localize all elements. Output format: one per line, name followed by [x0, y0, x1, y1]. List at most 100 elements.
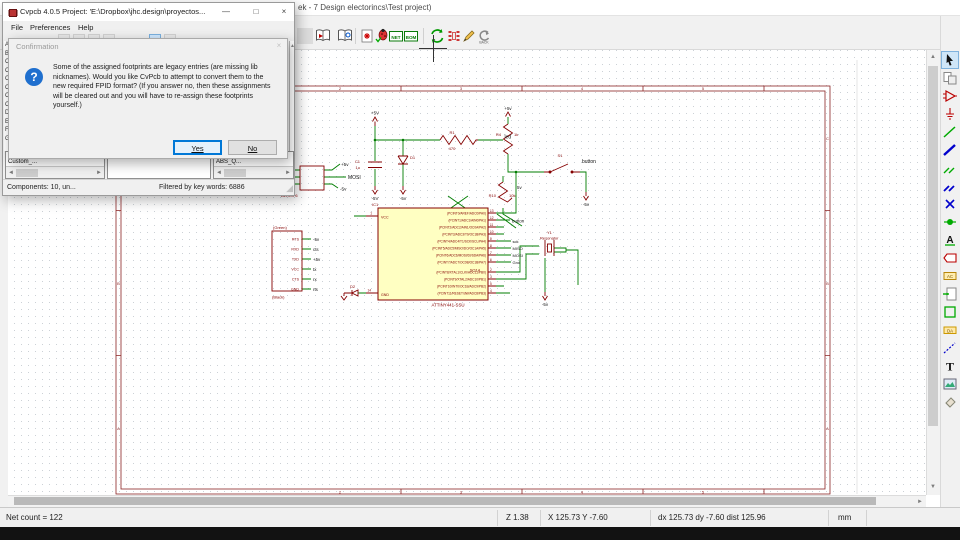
svg-text:3: 3 — [460, 86, 463, 91]
annotate-icon[interactable] — [359, 28, 375, 44]
svg-text:+5V: +5V — [371, 111, 379, 116]
place-hierarchical-label-icon[interactable]: AC — [942, 268, 958, 284]
library-pane-scrollbar[interactable]: ◄ ► — [6, 166, 104, 178]
place-component-icon[interactable] — [942, 88, 958, 104]
svg-text:B: B — [117, 281, 120, 286]
bus-to-bus-entry-icon[interactable] — [942, 178, 958, 194]
vertical-scroll-thumb[interactable] — [928, 66, 938, 426]
place-net-label-icon[interactable]: A — [942, 232, 958, 248]
svg-text:sck: sck — [513, 239, 519, 244]
place-wire-icon[interactable] — [942, 124, 958, 140]
list-item[interactable]: C — [4, 92, 9, 101]
conn-pin-names: RTS RXD TXD VCC CTS GND — [291, 238, 300, 292]
erc-ladybug-icon[interactable] — [374, 28, 390, 44]
svg-text:TXD: TXD — [292, 258, 300, 262]
footprint-icon[interactable] — [446, 28, 462, 44]
yes-button[interactable]: Yes — [173, 140, 222, 155]
window-margin — [0, 50, 8, 507]
svg-text:IC1: IC1 — [372, 202, 379, 207]
place-junction-icon[interactable] — [942, 214, 958, 230]
cvpcb-title-bar[interactable]: Cvpcb 4.0.5 Project: 'E:\Dropbox\jhc.des… — [3, 3, 294, 21]
list-item[interactable]: A — [5, 42, 10, 48]
place-sheet-pin-icon[interactable]: DA — [942, 322, 958, 338]
close-button[interactable]: × — [281, 7, 287, 16]
library-editor-icon[interactable] — [315, 28, 331, 44]
place-graphic-line-icon[interactable] — [942, 340, 958, 356]
list-item[interactable]: C — [4, 101, 9, 110]
run-cvpcb-icon[interactable] — [429, 28, 445, 44]
svg-text:10k: 10k — [509, 193, 515, 198]
list-item[interactable]: C — [4, 75, 9, 84]
list-item[interactable]: D — [4, 109, 9, 118]
mcu-pin-stubs — [366, 212, 496, 294]
svg-text:Resonator: Resonator — [540, 236, 559, 241]
menu-help[interactable]: Help — [78, 23, 94, 32]
list-item[interactable]: C — [4, 58, 9, 67]
mcu-pin-labels: (PCINT0/AREF/ADC0/PA0) (PCINT1/ADC1/AIN0… — [432, 211, 486, 295]
import-sheet-pin-icon[interactable] — [942, 286, 958, 302]
scroll-right-icon[interactable]: ► — [917, 499, 923, 505]
place-bitmap-icon[interactable] — [942, 376, 958, 392]
partial-icon[interactable] — [297, 28, 313, 44]
confirmation-dialog[interactable]: Confirmation × ? Some of the assigned fo… — [8, 38, 288, 159]
scroll-up-icon[interactable]: ▲ — [930, 54, 936, 60]
svg-text:(PCINT3/ADC3/T0/OC1B/PA3): (PCINT3/ADC3/T0/OC1B/PA3) — [442, 232, 486, 236]
place-bus-icon[interactable] — [942, 142, 958, 158]
svg-text:+5v: +5v — [504, 106, 512, 111]
footprint-pane-item[interactable]: ABS_Q... — [216, 159, 242, 165]
sheet-frame — [115, 85, 831, 495]
svg-text:button: button — [512, 219, 525, 224]
bom-icon[interactable]: BOM — [403, 28, 419, 44]
list-item[interactable]: G — [4, 135, 9, 144]
schematic-drawing[interactable]: 2 3 4 5 2 3 4 5 C B A C B A — [8, 50, 926, 495]
library-pane-item[interactable]: Custom_... — [8, 159, 38, 165]
wire-to-bus-entry-icon[interactable] — [942, 160, 958, 176]
toolbar-separator — [423, 28, 424, 44]
dialog-close-icon[interactable]: × — [276, 41, 282, 50]
svg-text:A: A — [946, 235, 953, 246]
footprint-pane-scrollbar[interactable]: ◄ ► — [214, 166, 293, 178]
svg-text:12: 12 — [490, 216, 494, 220]
svg-text:11: 11 — [490, 223, 494, 227]
edit-pencil-icon[interactable] — [461, 28, 477, 44]
net-count: Net count = 122 — [6, 513, 63, 522]
no-button[interactable]: No — [228, 140, 277, 155]
place-sheet-icon[interactable] — [942, 304, 958, 320]
svg-text:8: 8 — [490, 244, 492, 248]
maximize-button[interactable]: □ — [253, 7, 259, 16]
mcu-pin-numbers: 13 12 11 10 9 8 7 6 2 3 5 4 1 14 VCC GND — [367, 209, 493, 297]
diode-d2-gnd — [340, 289, 359, 301]
no-connect-icon[interactable] — [942, 196, 958, 212]
horizontal-scroll-thumb[interactable] — [14, 497, 876, 505]
netlist-icon[interactable]: NET — [388, 28, 404, 44]
zoom-level: Z 1.38 — [506, 513, 529, 522]
svg-text:+5v: +5v — [313, 257, 321, 262]
menu-file[interactable]: File — [11, 23, 24, 32]
svg-text:rts: rts — [313, 287, 319, 292]
svg-text:RXD: RXD — [291, 248, 299, 252]
list-item[interactable]: F — [5, 127, 9, 133]
scroll-down-icon[interactable]: ▼ — [930, 484, 936, 490]
list-item[interactable]: B — [5, 50, 10, 57]
hierarchy-navigator-icon[interactable] — [942, 70, 958, 86]
library-browser-icon[interactable] — [337, 28, 353, 44]
svg-text:5: 5 — [702, 489, 705, 494]
list-item[interactable]: C — [4, 84, 9, 93]
place-global-label-icon[interactable] — [942, 250, 958, 266]
power-up-arrow — [372, 116, 378, 126]
cursor-tool-icon[interactable] — [941, 51, 959, 69]
diode-d1 — [397, 155, 409, 165]
resonator-body — [547, 243, 552, 253]
resize-grip[interactable]: ◢ — [286, 183, 293, 193]
back-annotate-icon[interactable]: BACK — [476, 28, 492, 44]
list-item[interactable]: E — [5, 118, 10, 125]
svg-text:470: 470 — [449, 146, 456, 151]
menu-preferences[interactable]: Preferences — [30, 23, 71, 32]
svg-text:ATTINY441-SSU: ATTINY441-SSU — [431, 303, 464, 308]
delete-tool-icon[interactable] — [942, 394, 958, 410]
place-text-icon[interactable]: T — [942, 358, 958, 374]
minimize-button[interactable]: — — [222, 7, 230, 16]
place-power-port-icon[interactable] — [942, 106, 958, 122]
eeschema-status-bar: Net count = 122 Z 1.38 X 125.73 Y -7.60 … — [0, 507, 960, 527]
list-item[interactable]: C — [4, 67, 9, 76]
